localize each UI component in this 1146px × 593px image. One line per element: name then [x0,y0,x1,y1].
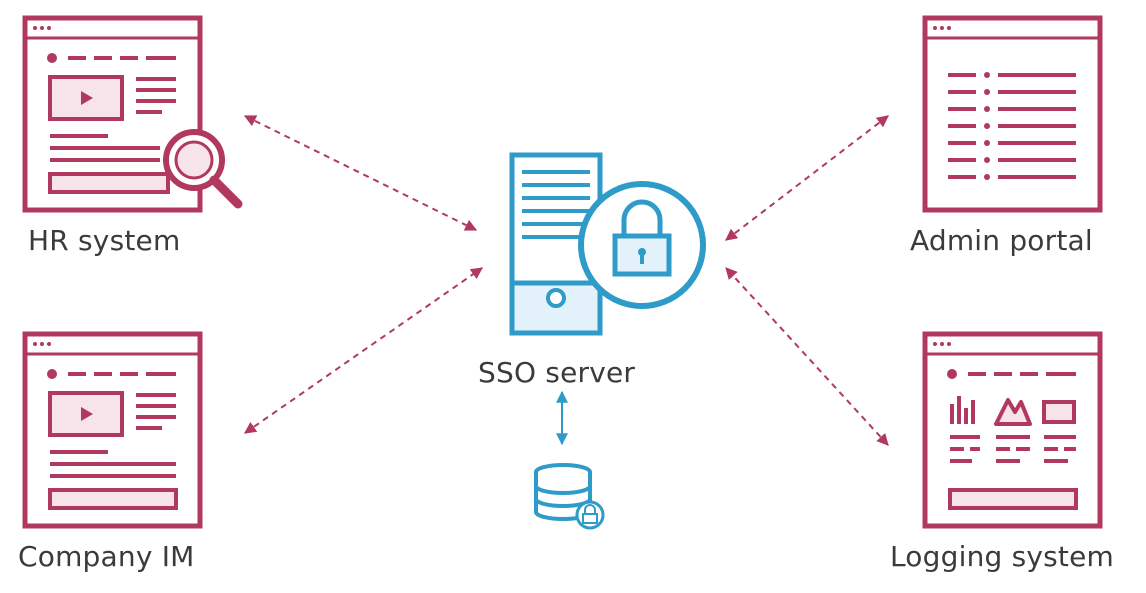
edge-logging-system-sso [725,267,889,446]
database-lock-icon [534,463,605,530]
edge-company-im-sso [244,267,483,434]
sso-server-label: SSO server [478,356,636,389]
browser-window-video-icon [22,331,203,529]
browser-window-video-search-icon [22,15,243,213]
browser-window-list-icon [922,15,1103,213]
browser-window-charts-icon [922,331,1103,529]
small-lock-icon [575,500,605,530]
company-im-label: Company IM [18,540,195,573]
logging-system-label: Logging system [890,540,1115,573]
edges [243,115,889,446]
edge-hr-system-sso [243,115,478,231]
lock-icon [578,181,706,309]
hr-system-label: HR system [28,224,181,257]
server-lock-icon [509,152,706,336]
edge-admin-portal-sso [725,115,889,241]
magnifier-icon [163,129,243,209]
admin-portal-label: Admin portal [910,224,1093,257]
